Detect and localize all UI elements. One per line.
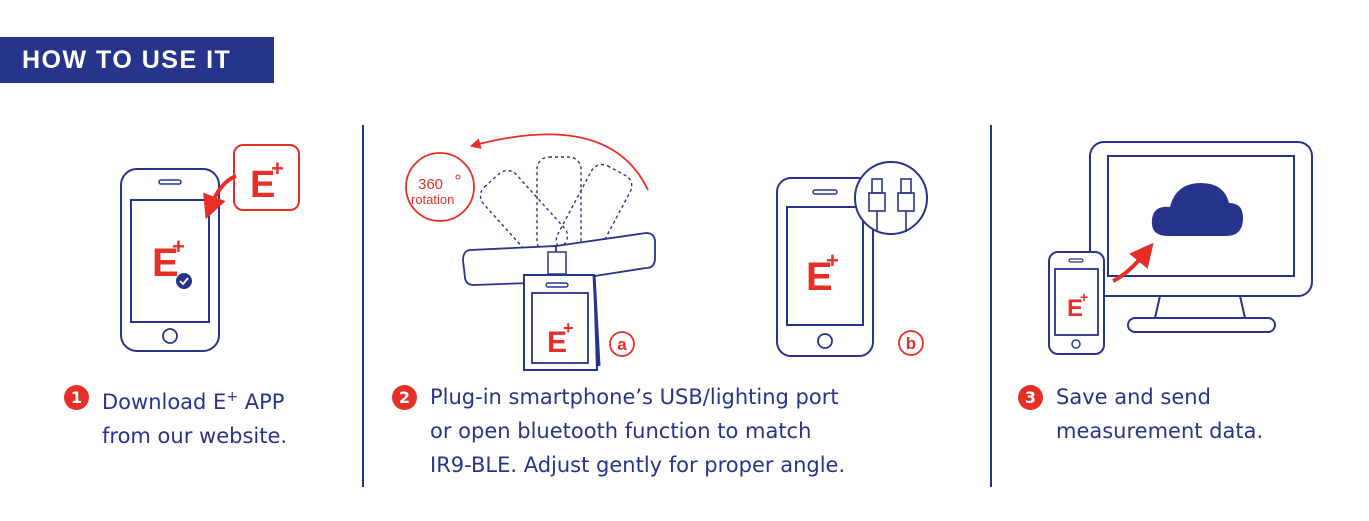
phone-logo-text-2b: E [806, 255, 833, 299]
rotation-badge [405, 152, 475, 222]
step-1-line-1: Download E+ APP [102, 380, 287, 419]
page-title: HOW TO USE IT [0, 37, 274, 83]
cloud-icon [1151, 183, 1244, 236]
check-badge-icon [176, 273, 192, 289]
rotation-degree: 360 [418, 176, 443, 193]
phone-illustration-1 [120, 168, 220, 352]
step-3-number: 3 [1018, 385, 1043, 410]
phone-illustration-2a [523, 274, 601, 371]
step-2-number: 2 [392, 385, 417, 410]
monitor-illustration [1089, 141, 1313, 333]
download-arrow-icon [203, 174, 237, 220]
step-1: 1 Download E+ APP from our website. [64, 380, 287, 453]
usb-connector-icon [854, 161, 928, 235]
step-3-line-2: measurement data. [1056, 419, 1264, 443]
app-logo-text: E [250, 164, 275, 206]
step-2: 2 Plug-in smartphone’s USB/lighting port… [392, 380, 845, 482]
step-1-line-2: from our website. [102, 424, 288, 448]
phone-logo-text-2a: E [547, 326, 567, 359]
phone-illustration-2b [776, 177, 874, 357]
step-1-line-1-pre: Download E [102, 390, 227, 414]
step-2-line-1: Plug-in smartphone’s USB/lighting port [430, 385, 839, 409]
app-logo-sup: + [271, 156, 284, 181]
label-b: b [906, 334, 916, 353]
phone-logo-text-1: E [152, 241, 179, 285]
phone-logo-sup-3: + [1080, 289, 1088, 305]
step-3: 3 Save and send measurement data. [1018, 380, 1263, 448]
divider-left [362, 125, 364, 487]
step-1-line-1-sup: + [226, 389, 239, 405]
step-1-number: 1 [64, 385, 89, 410]
rotation-word: rotation [411, 192, 454, 207]
rotation-arrow-icon [469, 133, 649, 191]
upload-arrow-icon [1112, 242, 1154, 283]
divider-right [990, 125, 992, 487]
phone-logo-sup-1: + [172, 234, 185, 259]
label-b-badge [898, 330, 924, 356]
label-a-badge [609, 331, 635, 357]
step-1-line-1-post: APP [238, 390, 285, 414]
phone-illustration-3 [1048, 251, 1105, 355]
phone-logo-sup-2b: + [826, 248, 839, 273]
label-a: a [617, 335, 627, 354]
phone-logo-text-3: E [1067, 295, 1083, 322]
step-2-line-3: IR9-BLE. Adjust gently for proper angle. [430, 453, 846, 477]
step-3-line-1: Save and send [1056, 385, 1211, 409]
phone-logo-sup-2a: + [563, 318, 574, 338]
step-2-line-2: or open bluetooth function to match [430, 419, 812, 443]
